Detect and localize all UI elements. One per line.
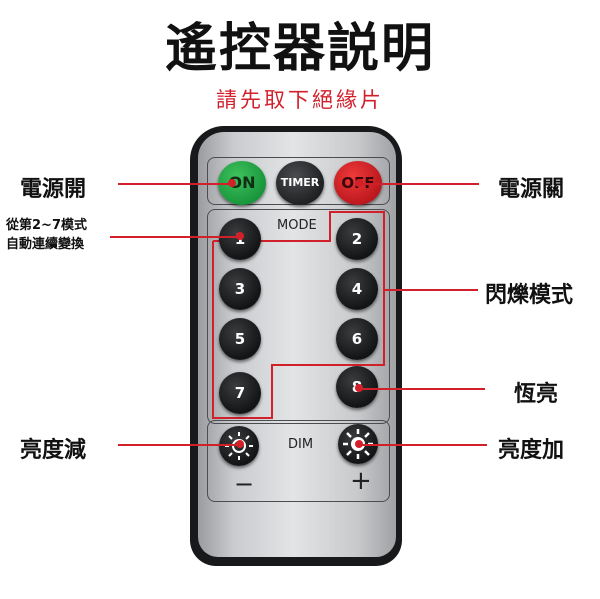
minus-sign: − (234, 470, 255, 498)
dim-panel (207, 420, 390, 502)
mode-button-3[interactable]: 3 (219, 268, 261, 310)
label-dim-down: 亮度減 (20, 438, 87, 463)
mode-button-7[interactable]: 7 (219, 372, 261, 414)
line-mode-note (110, 236, 238, 238)
mode-caption: MODE (277, 218, 317, 233)
dot-mode-note (236, 232, 244, 240)
label-power-off: 電源關 (498, 177, 565, 202)
line-flash-modes (384, 289, 478, 291)
label-power-on: 電源開 (20, 177, 87, 202)
mode-button-6[interactable]: 6 (336, 318, 378, 360)
page-title: 遙控器説明 (164, 19, 435, 79)
plus-sign: + (350, 466, 372, 496)
mode-panel (207, 209, 390, 424)
label-mode-note-1: 從第2~7模式 (6, 218, 87, 233)
line-steady (359, 388, 485, 390)
label-dim-up: 亮度加 (498, 438, 565, 463)
mode-button-2[interactable]: 2 (336, 218, 378, 260)
line-dim-up (359, 444, 487, 446)
page-subtitle: 請先取下絕緣片 (216, 88, 384, 112)
label-flash-modes: 閃爍模式 (485, 283, 574, 308)
mode-button-4[interactable]: 4 (336, 268, 378, 310)
dot-dim-down (236, 440, 244, 448)
line-power-off (359, 183, 479, 185)
label-mode-note-2: 自動連續變換 (6, 237, 85, 252)
line-dim-down (118, 444, 238, 446)
label-steady: 恆亮 (514, 382, 559, 407)
timer-button[interactable]: TIMER (276, 161, 324, 205)
mode-button-5[interactable]: 5 (219, 318, 261, 360)
dim-caption: DIM (288, 437, 314, 452)
dot-power-on (228, 179, 236, 187)
line-power-on (118, 183, 230, 185)
